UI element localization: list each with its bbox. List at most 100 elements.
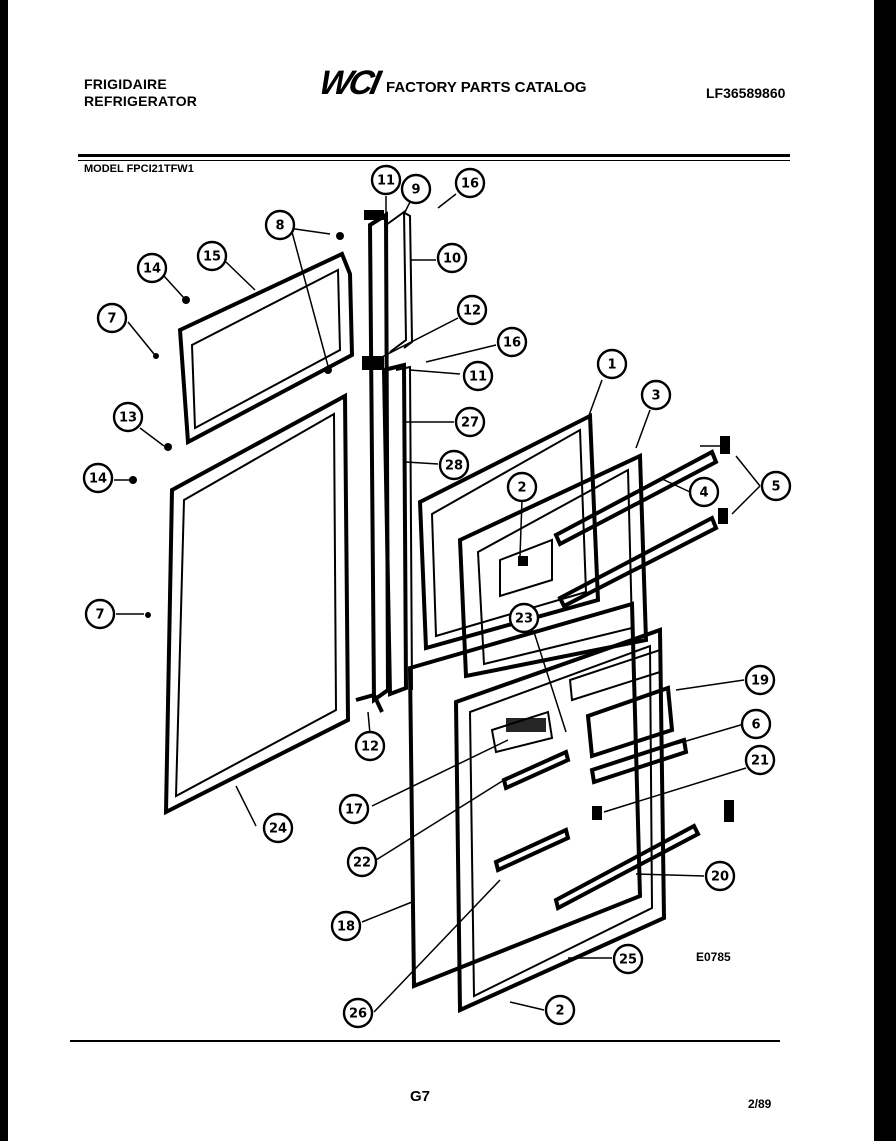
fresh-food-door-gasket-24 <box>163 392 351 816</box>
callout-circle <box>612 943 644 975</box>
callout-12: 12 <box>456 294 488 326</box>
callout-number: 5 <box>771 480 780 495</box>
callout-circle <box>82 462 114 494</box>
callout-circle <box>338 793 370 825</box>
callout-number: 10 <box>443 252 461 267</box>
callout-circle <box>438 449 470 481</box>
callout-circle <box>760 470 792 502</box>
callout-number: 28 <box>445 459 463 474</box>
freezer-door-shelves <box>457 449 719 679</box>
callout-circle <box>544 994 576 1026</box>
callout-circle <box>370 164 402 196</box>
callout-number: 9 <box>411 183 420 198</box>
callout-16: 16 <box>454 167 486 199</box>
callout-number: 15 <box>203 250 221 265</box>
callout-22: 22 <box>346 846 378 878</box>
brand-block: FRIGIDAIRE REFRIGERATOR <box>84 76 197 110</box>
callout-circle <box>704 860 736 892</box>
callout-number: 14 <box>143 262 161 277</box>
callout-circle <box>262 812 294 844</box>
callout-24: 24 <box>262 812 294 844</box>
callout-4: 4 <box>688 476 720 508</box>
callout-number: 16 <box>461 177 479 192</box>
revision-date: 2/89 <box>748 1097 772 1111</box>
callout-3: 3 <box>640 379 672 411</box>
callout-circle <box>688 476 720 508</box>
callout-14: 14 <box>82 462 114 494</box>
callout-circle <box>454 406 486 438</box>
callout-number: 24 <box>269 822 287 837</box>
callout-9: 9 <box>400 173 432 205</box>
callout-circle <box>744 744 776 776</box>
drawing-code: E0785 <box>696 950 731 964</box>
callout-10: 10 <box>436 242 468 274</box>
freezer-door-gasket-15 <box>177 251 355 446</box>
header-rule-thick <box>78 154 790 157</box>
callout-number: 20 <box>711 870 729 885</box>
callout-2: 2 <box>544 994 576 1026</box>
callout-circle <box>462 360 494 392</box>
callout-number: 2 <box>517 481 526 496</box>
callout-circle <box>96 302 128 334</box>
callout-number: 7 <box>107 312 116 327</box>
callout-5: 5 <box>760 470 792 502</box>
callout-circle <box>740 708 772 740</box>
callout-circle <box>264 209 296 241</box>
callout-25: 25 <box>612 943 644 975</box>
brand-name: FRIGIDAIRE <box>84 76 167 92</box>
callout-1: 1 <box>596 348 628 380</box>
callout-2: 2 <box>506 471 538 503</box>
fresh-food-door-liner <box>407 601 701 1014</box>
callout-circle <box>342 997 374 1029</box>
callout-circle <box>436 242 468 274</box>
callout-circle <box>508 602 540 634</box>
exploded-parts-diagram: 1191681510147121611113327281424572319126… <box>82 164 792 1029</box>
callout-number: 22 <box>353 856 371 871</box>
callout-number: 21 <box>751 754 769 769</box>
callout-number: 4 <box>699 486 708 501</box>
callout-27: 27 <box>454 406 486 438</box>
callout-number: 23 <box>515 612 533 627</box>
callout-number: 1 <box>607 358 616 373</box>
model-label: MODEL FPCI21TFW1 <box>84 163 194 175</box>
callout-circle <box>640 379 672 411</box>
callout-number: 26 <box>349 1007 367 1022</box>
callout-number: 8 <box>275 219 284 234</box>
product-type: REFRIGERATOR <box>84 93 198 109</box>
callout-19: 19 <box>744 664 776 696</box>
callout-number: 27 <box>461 416 479 431</box>
callout-17: 17 <box>338 793 370 825</box>
callout-15: 15 <box>196 240 228 272</box>
callout-14: 14 <box>136 252 168 284</box>
callout-6: 6 <box>740 708 772 740</box>
catalog-title: FACTORY PARTS CATALOG <box>386 79 587 96</box>
callout-circle <box>84 598 116 630</box>
callout-number: 19 <box>751 674 769 689</box>
callout-circle <box>354 730 386 762</box>
callout-number: 11 <box>377 174 395 189</box>
callout-number: 17 <box>345 803 363 818</box>
callout-number: 11 <box>469 370 487 385</box>
callout-12: 12 <box>354 730 386 762</box>
callout-circle <box>506 471 538 503</box>
footer-rule <box>70 1040 780 1042</box>
callout-circle <box>456 294 488 326</box>
page-number: G7 <box>410 1088 431 1105</box>
callout-8: 8 <box>264 209 296 241</box>
freezer-door-liner <box>417 412 601 651</box>
callout-number: 16 <box>503 336 521 351</box>
callout-number: 12 <box>361 740 379 755</box>
callout-7: 7 <box>84 598 116 630</box>
callout-number: 14 <box>89 472 107 487</box>
callout-20: 20 <box>704 860 736 892</box>
callout-circle <box>196 240 228 272</box>
callout-number: 13 <box>119 411 137 426</box>
callout-circle <box>346 846 378 878</box>
callout-28: 28 <box>438 449 470 481</box>
handle-assembly <box>355 210 414 713</box>
callout-number: 18 <box>337 920 355 935</box>
callout-circle <box>454 167 486 199</box>
callout-number: 6 <box>751 718 760 733</box>
callout-circle <box>496 326 528 358</box>
